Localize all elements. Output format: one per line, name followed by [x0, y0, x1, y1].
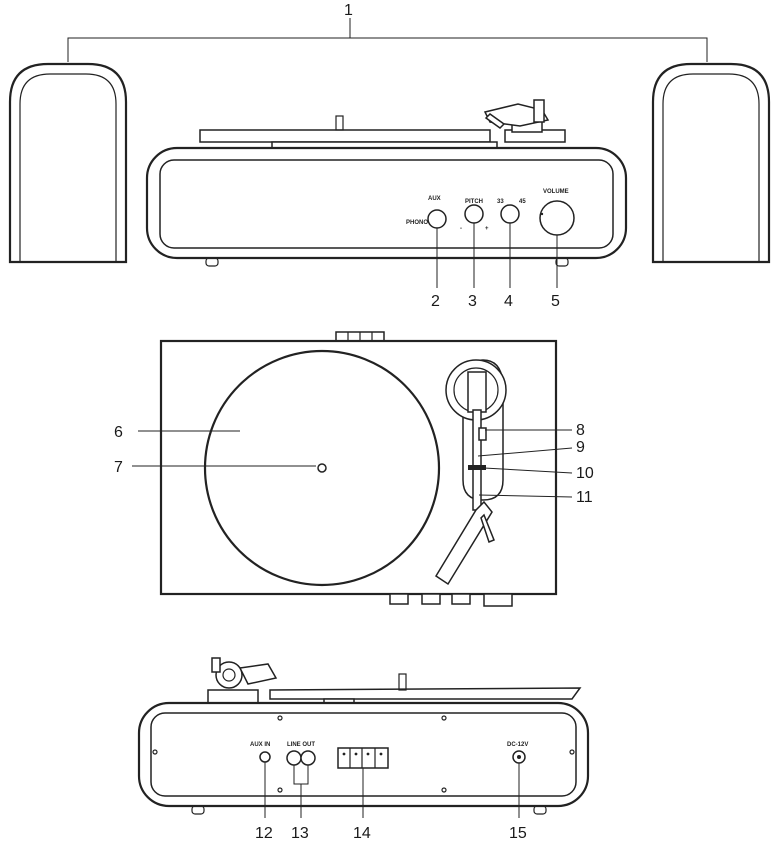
callout-13: 13 — [291, 825, 309, 842]
volume-label: VOLUME — [543, 189, 569, 195]
left-speaker — [8, 62, 128, 264]
tonearm-rear — [207, 657, 278, 705]
connector-block — [337, 747, 389, 769]
callout-3: 3 — [468, 293, 477, 310]
aux-in-jack — [259, 751, 271, 763]
top-view: 6 7 8 9 10 11 — [114, 331, 594, 607]
pitch-knob — [464, 204, 484, 224]
callout-7: 7 — [114, 459, 123, 476]
callout-14: 14 — [353, 825, 371, 842]
speaker-bracket-line — [67, 37, 708, 62]
phono-label: PHONO — [406, 220, 428, 226]
aux-in-label: AUX IN — [250, 742, 270, 748]
speed-33-label: 33 — [497, 199, 504, 205]
platter-edge — [199, 129, 491, 143]
line-out-label: LINE OUT — [287, 742, 315, 748]
volume-knob — [539, 200, 575, 236]
callout-5: 5 — [551, 293, 560, 310]
callout-1: 1 — [344, 2, 353, 19]
callout-15: 15 — [509, 825, 527, 842]
callout-6: 6 — [114, 424, 123, 441]
dc-label: DC-12V — [507, 742, 528, 748]
front-view: 1 AUX PHO — [8, 2, 771, 310]
function-knob — [427, 209, 447, 229]
callout-10: 10 — [576, 465, 594, 482]
svg-text:-: - — [460, 226, 462, 232]
tonearm-top — [434, 359, 507, 586]
pitch-label: PITCH — [465, 199, 483, 205]
right-speaker — [651, 62, 771, 264]
spindle — [317, 463, 327, 473]
line-out-left-jack — [286, 750, 302, 766]
speed-45-label: 45 — [519, 199, 526, 205]
rear-view: AUX IN LINE OUT DC-12V 12 13 14 15 — [137, 657, 590, 842]
svg-text:+: + — [485, 226, 489, 232]
speed-knob — [500, 204, 520, 224]
callout-11: 11 — [576, 489, 593, 506]
callout-9: 9 — [576, 439, 585, 456]
line-out-right-jack — [300, 750, 316, 766]
tonearm-front — [483, 99, 566, 143]
callout-2: 2 — [431, 293, 440, 310]
aux-label: AUX — [428, 196, 441, 202]
callout-12: 12 — [255, 825, 273, 842]
callout-8: 8 — [576, 422, 585, 439]
callout-4: 4 — [504, 293, 513, 310]
